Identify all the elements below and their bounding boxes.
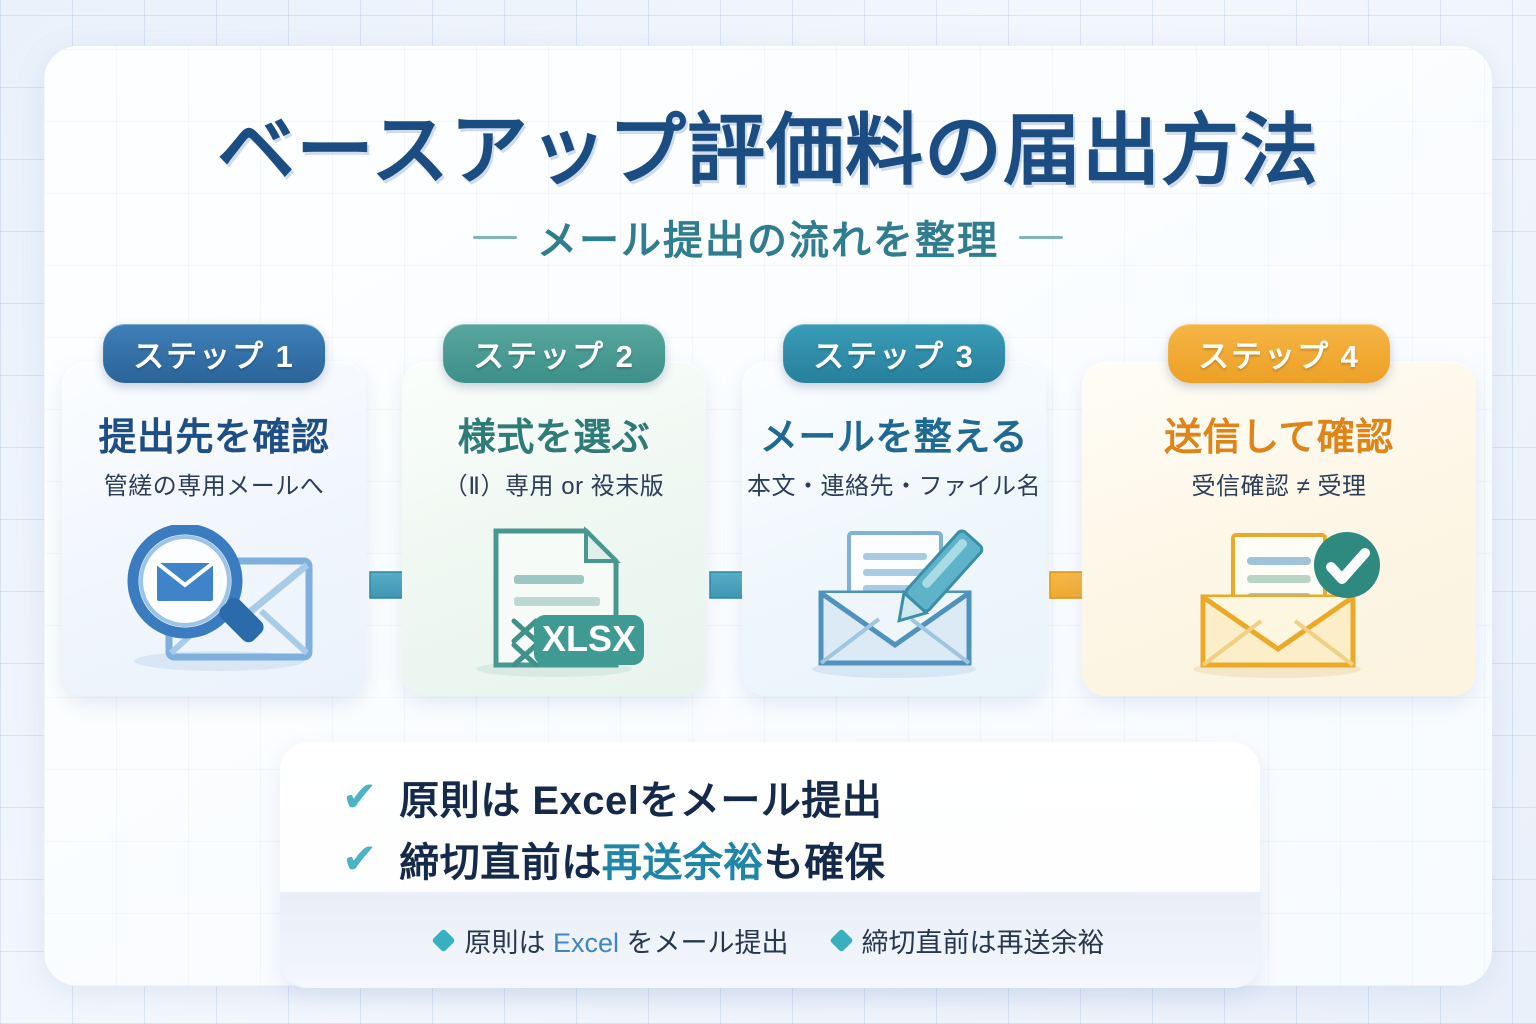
step-title-3: メールを整える bbox=[759, 417, 1029, 459]
checklist-text-2-highlight: 再送余裕 bbox=[601, 841, 764, 885]
footer-strip: 原則は Excel をメール提出 締切直前は再送余裕 bbox=[280, 892, 1260, 988]
footer-pill-1-prefix: 原則は bbox=[464, 927, 553, 958]
footer-pill-1: 原則は Excel をメール提出 bbox=[431, 921, 789, 960]
step-card-4[interactable]: ステップ 4 送信して確認 受信確認 ≠ 受理 bbox=[1082, 324, 1476, 696]
step-subtitle-3: 本文・連絡先・ファイル名 bbox=[747, 473, 1041, 500]
page-title: ベースアップ評価料の届出方法 bbox=[216, 106, 1320, 194]
envelope-pencil-icon bbox=[742, 520, 1046, 680]
step-badge-3: ステップ 3 bbox=[783, 324, 1005, 383]
footer-pill-1-accent: Excel bbox=[552, 927, 620, 958]
check-icon: ✔ bbox=[342, 773, 378, 820]
dash-left-icon bbox=[473, 235, 517, 239]
step-badge-2: ステップ 2 bbox=[443, 324, 665, 383]
step-subtitle-2: （Ⅱ）専用 or 祋末版 bbox=[443, 473, 665, 500]
xlsx-label: XLSX bbox=[542, 618, 636, 659]
checklist-item-2: ✔ 締切直前は再送余裕も確保 bbox=[280, 828, 1260, 890]
page-subtitle: メール提出の流れを整理 bbox=[537, 219, 999, 263]
step-card-2[interactable]: ステップ 2 様式を選ぶ （Ⅱ）専用 or 祋末版 XLSX bbox=[402, 324, 706, 696]
diamond-bullet-icon bbox=[829, 927, 854, 953]
step-card-3[interactable]: ステップ 3 メールを整える 本文・連絡先・ファイル名 bbox=[742, 324, 1046, 696]
subtitle-row: メール提出の流れを整理 bbox=[0, 208, 1536, 266]
checklist-text-1-main: 原則は Excelをメール提出 bbox=[399, 779, 883, 823]
summary-panel: ✔ 原則は Excelをメール提出 ✔ 締切直前は再送余裕も確保 原則は Exc… bbox=[280, 742, 1260, 988]
envelope-check-icon bbox=[1082, 520, 1476, 680]
footer-pill-1-text: 原則は Excel をメール提出 bbox=[464, 921, 788, 960]
step-title-2: 様式を選ぶ bbox=[457, 417, 651, 459]
step-title-4: 送信して確認 bbox=[1164, 417, 1394, 459]
magnifier-envelope-icon bbox=[62, 520, 366, 680]
checklist-item-1: ✔ 原則は Excelをメール提出 bbox=[280, 766, 1260, 828]
step-title-1: 提出先を確認 bbox=[98, 417, 330, 459]
dash-right-icon bbox=[1019, 235, 1063, 239]
xlsx-document-icon: XLSX bbox=[402, 520, 706, 680]
step-badge-4: ステップ 4 bbox=[1168, 324, 1390, 383]
check-icon: ✔ bbox=[342, 835, 378, 882]
diamond-bullet-icon bbox=[431, 927, 456, 953]
step-badge-1: ステップ 1 bbox=[103, 324, 325, 383]
steps-row: ステップ 1 提出先を確認 管縒の専用メールへ bbox=[62, 324, 1476, 698]
checklist-text-2-before: 締切直前は bbox=[399, 841, 602, 885]
checklist-text-1: 原則は Excelをメール提出 bbox=[399, 768, 882, 826]
footer-pill-1-suffix: をメール提出 bbox=[619, 927, 789, 958]
footer-pill-2: 締切直前は再送余裕 bbox=[829, 921, 1105, 960]
step-subtitle-4: 受信確認 ≠ 受理 bbox=[1191, 473, 1367, 500]
checklist-text-2: 締切直前は再送余裕も確保 bbox=[399, 830, 885, 888]
footer-pill-2-text: 締切直前は再送余裕 bbox=[861, 927, 1105, 958]
step-subtitle-1: 管縒の専用メールへ bbox=[103, 473, 325, 500]
checklist-text-2-after: も確保 bbox=[763, 841, 886, 885]
step-card-1[interactable]: ステップ 1 提出先を確認 管縒の専用メールへ bbox=[62, 324, 366, 696]
